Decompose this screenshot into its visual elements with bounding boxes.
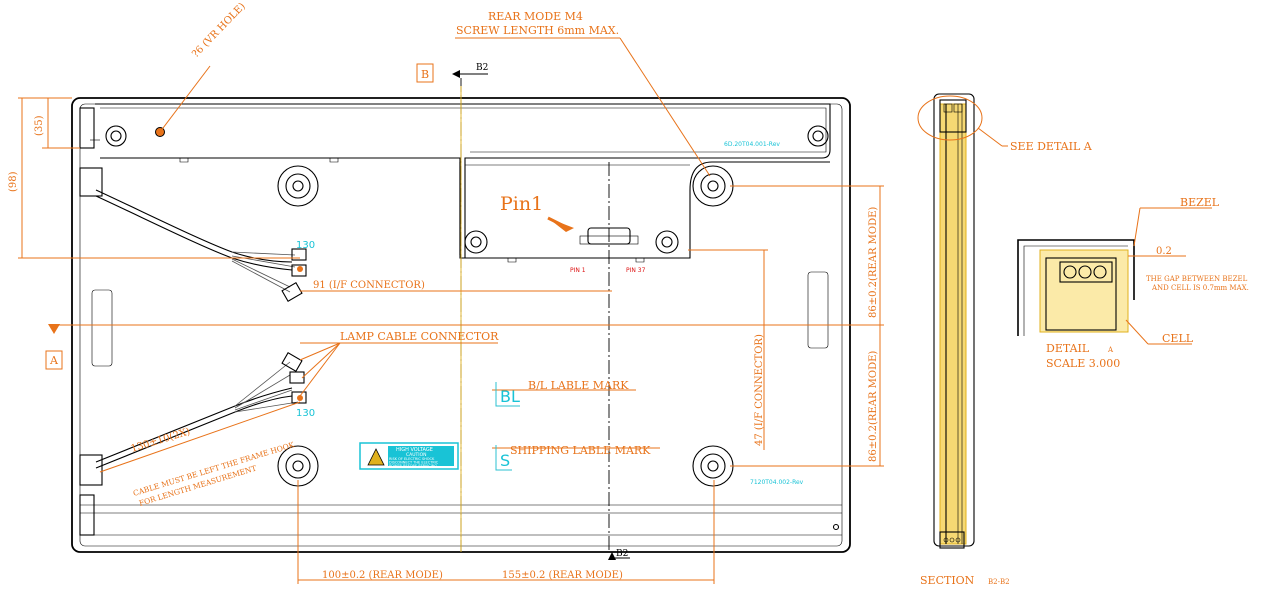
rear-mode-title: REAR MODE M4 xyxy=(488,10,583,23)
ref-top: 6D.20T04.001-Rev xyxy=(724,141,780,148)
gap-note-1: THE GAP BETWEEN BEZEL xyxy=(1146,275,1248,283)
gap-note-2: AND CELL IS 0.7mm MAX. xyxy=(1151,284,1249,292)
vr-hole-label: ?6 (VR HOLE) xyxy=(190,1,248,60)
section-view xyxy=(917,93,1008,549)
if-connector xyxy=(547,216,639,245)
hv-line-1: HIGH VOLTAGE xyxy=(396,447,433,453)
b2-bottom-label: B2 xyxy=(616,549,628,559)
high-voltage-label xyxy=(359,442,459,470)
section-title: SECTION xyxy=(920,574,975,587)
bl-mark-icon: BL xyxy=(500,387,520,406)
hv-line-4: DISCONNECT THE ELECTRIC xyxy=(389,461,439,465)
section-markers xyxy=(45,63,630,560)
b2-top-label: B2 xyxy=(476,63,488,73)
pin-1-small: PIN 1 xyxy=(570,267,586,274)
section-a-label: A xyxy=(49,354,59,367)
detail-title: DETAIL xyxy=(1046,342,1090,355)
label-mark-icons xyxy=(495,382,520,471)
hv-line-2: CAUTION xyxy=(406,452,427,458)
pin1-label: Pin1 xyxy=(500,193,543,215)
bezel-label: BEZEL xyxy=(1180,196,1220,209)
screw-length-note: SCREW LENGTH 6mm MAX. xyxy=(456,24,619,37)
dim-86-top: 86±0.2(REAR MODE) xyxy=(868,207,879,318)
shipping-label-mark: SHIPPING LABLE MARK xyxy=(510,444,651,457)
dim-98: (98) xyxy=(8,171,19,192)
cable-tag-130-bottom: 130 xyxy=(296,408,315,419)
cell-label: CELL xyxy=(1162,332,1194,345)
section-ref: B2-B2 xyxy=(988,578,1010,586)
if-connector-91: 91 (I/F CONNECTOR) xyxy=(313,280,425,291)
lamp-cable-connector: LAMP CABLE CONNECTOR xyxy=(340,330,499,343)
hv-line-5: POWER BEFORE SERVICING xyxy=(389,464,437,468)
ref-bottom: 7120T04.002-Rev xyxy=(750,479,804,486)
dim-86-bottom: 86±0.2(REAR MODE) xyxy=(868,351,879,462)
lamp-cables xyxy=(95,189,307,469)
detail-a-view xyxy=(1017,207,1212,345)
dim-100: 100±0.2 (REAR MODE) xyxy=(322,570,443,581)
see-detail-a: SEE DETAIL A xyxy=(1010,140,1093,153)
gap-value: 0.2 xyxy=(1156,246,1172,257)
bl-label-mark: B/L LABLE MARK xyxy=(528,379,629,392)
hv-line-3: RISK OF ELECTRIC SHOCK xyxy=(389,457,435,461)
cable-tag-130-top: 130 xyxy=(296,240,315,251)
dim-155: 155±0.2 (REAR MODE) xyxy=(502,570,623,581)
section-b-label: B xyxy=(421,68,429,81)
ship-mark-icon: S xyxy=(500,451,510,470)
pin-37-small: PIN 37 xyxy=(626,267,646,274)
detail-ref: A xyxy=(1107,346,1114,354)
dim-47: 47 (I/F CONNECTOR) xyxy=(754,334,765,446)
cable-note-1: CABLE MUST BE LEFT THE FRAME HOOK xyxy=(132,440,296,498)
dim-35: (35) xyxy=(34,115,45,136)
dimension-lines xyxy=(18,37,884,584)
scale-label: SCALE 3.000 xyxy=(1046,357,1120,370)
